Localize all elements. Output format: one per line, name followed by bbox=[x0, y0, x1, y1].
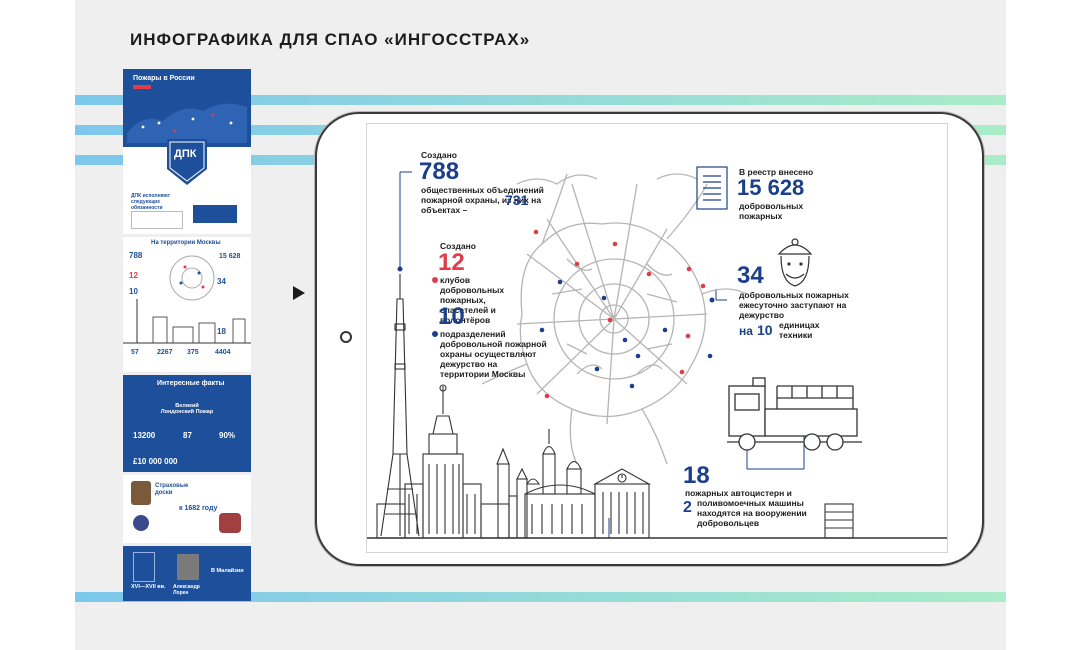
s3-text: подразделений добровольной пожарной охра… bbox=[440, 329, 547, 379]
office-building bbox=[824, 503, 854, 539]
thumb-dpk-shield bbox=[167, 139, 207, 185]
thumb-history-name: Александр Лорен bbox=[173, 584, 200, 596]
thumb-russia-map bbox=[127, 103, 247, 143]
thumb-facts-money: £10 000 000 bbox=[133, 457, 178, 466]
firefighter-icon bbox=[777, 238, 813, 287]
thumb-diagram bbox=[131, 211, 183, 229]
s5-number: 34 bbox=[737, 262, 764, 289]
thumb-moscow-title: На территории Москвы bbox=[151, 240, 221, 246]
university-building bbox=[376, 384, 510, 539]
thumb-boards-year: к 1682 году bbox=[179, 505, 218, 512]
s1-number: 788 bbox=[419, 158, 460, 185]
thumb-stat: 15 628 bbox=[219, 253, 241, 260]
s6-number: 18 bbox=[683, 462, 710, 489]
thumb-facts-subtitle: Великий Лондонский Пожар bbox=[160, 403, 214, 415]
thumb-stat: 10 bbox=[129, 287, 138, 296]
play-arrow-icon[interactable] bbox=[293, 286, 305, 300]
register-document-icon bbox=[696, 166, 728, 210]
thumbnail-boards[interactable]: Страховые доски к 1682 году bbox=[123, 475, 251, 543]
s5-number-2: 10 bbox=[757, 322, 773, 338]
thumb-moscow-map bbox=[169, 255, 215, 301]
thumb-skyline bbox=[123, 299, 251, 344]
thumb-figure bbox=[133, 552, 155, 582]
page-title: ИНФОГРАФИКА ДЛЯ СПАО «ИНГОССТРАХ» bbox=[130, 30, 531, 49]
s2-label: Создано bbox=[440, 241, 476, 251]
thumbnail-moscow[interactable]: На территории Москвы 788 12 10 15 628 34… bbox=[123, 237, 251, 372]
thumb-blue-box bbox=[193, 205, 237, 223]
s6-number-2: 2 bbox=[683, 499, 692, 516]
thumbnail-history[interactable]: XVI—XVII вв. Александр Лорен В Малайзии bbox=[123, 546, 251, 601]
s4-text: добровольных пожарных bbox=[739, 201, 804, 221]
thumb-bottom-stat: 57 bbox=[131, 349, 139, 356]
s4-label: В реестр внесено bbox=[739, 167, 814, 177]
thumb-history-era: XVI—XVII вв. bbox=[131, 584, 166, 590]
camera-icon bbox=[340, 331, 352, 343]
thumb-dpk-duties: ДПК исполняют следующие обязанности bbox=[131, 193, 171, 211]
s1-number-2: 731 bbox=[505, 192, 529, 208]
city-map bbox=[481, 173, 748, 465]
thumbnail-facts[interactable]: Интересные факты Великий Лондонский Пожа… bbox=[123, 375, 251, 472]
thumb-history-place: В Малайзии bbox=[211, 568, 244, 574]
s4-number: 15 628 bbox=[737, 175, 805, 200]
thumb-stat: 34 bbox=[217, 277, 226, 286]
thumbnail-strip: Пожары в России ДПК ДПК исполняют следую… bbox=[123, 69, 251, 604]
s1-label: Создано bbox=[421, 150, 457, 160]
kremlin-towers bbox=[496, 447, 528, 539]
s5-number-2-prefix: на bbox=[739, 324, 753, 338]
thumb-board-icon bbox=[131, 481, 151, 505]
s6-text: пожарных автоцистерн и bbox=[685, 488, 792, 498]
thumb-bottom-stat: 375 bbox=[187, 349, 199, 356]
church-building bbox=[524, 429, 596, 539]
thumb-facts-num: 90% bbox=[219, 431, 236, 440]
thumb-stat: 18 bbox=[217, 327, 226, 336]
thumb-dpk-label: ДПК bbox=[174, 148, 197, 160]
thumb-fires-title: Пожары в России bbox=[133, 75, 195, 82]
stripe bbox=[75, 95, 1006, 105]
stripe bbox=[75, 592, 1006, 602]
classical-building bbox=[592, 468, 652, 539]
thumb-portrait bbox=[177, 554, 199, 580]
thumb-boards-title: Страховые доски bbox=[155, 483, 189, 496]
thumb-red-tag bbox=[133, 85, 151, 89]
thumb-facts-num: 13200 bbox=[133, 431, 156, 440]
thumb-badge-icon bbox=[133, 515, 149, 531]
s2-number: 12 bbox=[438, 249, 465, 276]
s5-text-2: единицах техники bbox=[779, 320, 820, 340]
thumb-facts-num: 87 bbox=[183, 431, 192, 440]
thumb-stat: 12 bbox=[129, 271, 138, 280]
s3-blue-dot bbox=[432, 331, 438, 337]
s1-text: общественных объединений пожарной охраны… bbox=[421, 185, 544, 215]
thumbnail-fires[interactable]: Пожары в России ДПК ДПК исполняют следую… bbox=[123, 69, 251, 234]
thumb-stat: 788 bbox=[129, 251, 143, 260]
s5-text: добровольных пожарных ежесуточно заступа… bbox=[739, 290, 849, 320]
thumb-bottom-stat: 2267 bbox=[157, 349, 173, 356]
tablet-screen: Создано 788 общественных объединений пож… bbox=[366, 123, 948, 553]
map-dots bbox=[533, 229, 713, 399]
s2-text: клубов добровольных пожарных, спасателей… bbox=[440, 275, 505, 325]
moscow-illustration bbox=[367, 166, 947, 539]
thumb-badge-icon bbox=[219, 513, 241, 533]
thumb-facts-title: Интересные факты bbox=[157, 380, 225, 387]
thumb-bottom-stat: 4404 bbox=[215, 349, 231, 356]
tv-tower bbox=[380, 274, 420, 537]
s3-number: 10 bbox=[438, 303, 465, 330]
fire-truck-icon bbox=[727, 377, 862, 451]
s6-text-2: поливомоечных машины находятся на вооруж… bbox=[697, 498, 807, 528]
s2-red-dot bbox=[432, 277, 438, 283]
